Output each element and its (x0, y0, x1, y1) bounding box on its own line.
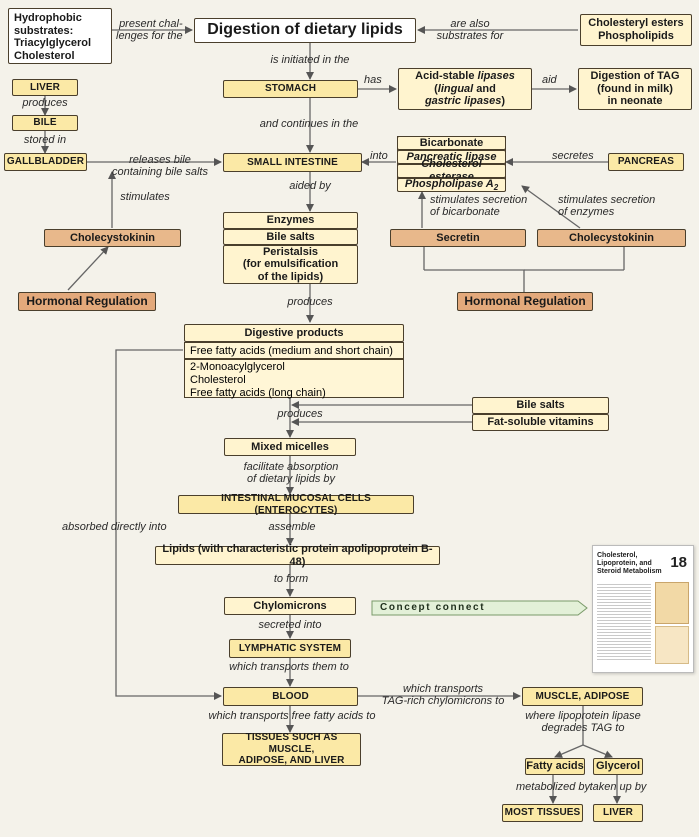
label-present: present chal-lenges for the (116, 18, 183, 43)
label-continues: and continues in the (259, 118, 359, 130)
label-stored: stored in (23, 134, 67, 146)
arrow-muscle-glycerol (582, 744, 613, 759)
lipids-apolipoprotein-box: Lipids (with characteristic protein apol… (155, 543, 440, 568)
label-has: has (364, 74, 382, 86)
muscle-adipose-box: MUSCLE, ADIPOSE (522, 687, 643, 706)
glycerol-box: Glycerol (593, 758, 643, 775)
label-initiated: is initiated in the (270, 54, 350, 66)
hormonal-regulation-right-box: Hormonal Regulation (457, 292, 593, 311)
label-produces: produces (287, 296, 333, 308)
bile-salts-2-box: Bile salts (472, 397, 609, 414)
hydrophobic-substrates-box: Hydrophobic substrates: Triacylglycerol … (8, 8, 112, 64)
label-to-form: to form (273, 573, 309, 585)
cholesterol-esterase-box: Cholesterol esterase (397, 158, 506, 183)
cholecystokinin-left-box: Cholecystokinin (44, 229, 181, 247)
label-metabolized: metabolized by (516, 781, 590, 793)
thumbnail-figure-2 (655, 626, 689, 664)
gallbladder-box: GALLBLADDER (4, 153, 87, 171)
label-taken-up: taken up by (589, 781, 647, 793)
liver-2-box: LIVER (593, 804, 643, 822)
thumbnail-text-lines (597, 582, 651, 662)
fat-soluble-vitamins-box: Fat-soluble vitamins (472, 414, 609, 431)
pancreatic-lipase-box: Pancreatic lipase (397, 150, 506, 164)
cholecystokinin-right-box: Cholecystokinin (537, 229, 686, 247)
hormonal-regulation-left-box: Hormonal Regulation (18, 292, 156, 311)
phospholipase-box: Phospholipase A2 (397, 178, 506, 192)
label-secretes: secretes (552, 150, 594, 162)
arrow-hormonal-cck (67, 246, 109, 291)
thumbnail-number: 18 (670, 554, 687, 571)
blood-box: BLOOD (223, 687, 358, 706)
stomach-box: STOMACH (223, 80, 358, 98)
bile-salts-box: Bile salts (223, 229, 358, 245)
label-aided: aided by (289, 180, 331, 192)
label-absorbed: absorbed directly into (62, 521, 167, 533)
title-box: Digestion of dietary lipids (194, 18, 416, 43)
label-into: into (370, 150, 388, 162)
pancreas-box: PANCREAS (608, 153, 684, 171)
mixed-micelles-box: Mixed micelles (224, 438, 356, 456)
label-produces-bile: produces (22, 97, 68, 109)
arrow-muscle-fattyacids (554, 744, 584, 758)
enzymes-box: Enzymes (223, 212, 358, 229)
label-assemble: assemble (268, 521, 316, 533)
fatty-acids-box: Fatty acids (525, 758, 585, 775)
digestion-tag-box: Digestion of TAG(found in milk)in neonat… (578, 68, 692, 110)
concept-connect-arrow (371, 600, 588, 616)
small-intestine-box: SMALL INTESTINE (223, 153, 362, 172)
tissues-box: TISSUES SUCH AS MUSCLE,ADIPOSE, AND LIVE… (222, 732, 361, 766)
secretin-box: Secretin (390, 229, 526, 247)
label-produces-micelles: produces (277, 408, 323, 420)
thumbnail-figure (655, 582, 689, 624)
label-aid: aid (542, 74, 557, 86)
bicarbonate-box: Bicarbonate (397, 136, 506, 150)
label-stimulates: stimulates (120, 191, 170, 203)
arrow-fa-blood (115, 349, 222, 700)
digestive-products-box: Digestive products (184, 324, 404, 342)
concept-connect-label[interactable]: Concept connect (380, 602, 486, 613)
enterocytes-box: INTESTINAL MUCOSAL CELLS (ENTEROCYTES) (178, 493, 414, 516)
label-transports: which transports them to (229, 661, 349, 673)
arrow-cck-enzymes (521, 185, 581, 229)
free-fatty-acids-short-row: Free fatty acids (medium and short chain… (184, 342, 404, 359)
lymphatic-system-box: LYMPHATIC SYSTEM (229, 639, 351, 658)
liver-box: LIVER (12, 79, 78, 96)
acid-stable-lipases-box: Acid-stable lipases (lingual and gastric… (398, 68, 532, 110)
label-free-fatty-acids-to: which transports free fatty acids to (208, 710, 376, 722)
most-tissues-box: MOST TISSUES (502, 804, 583, 822)
label-secreted: secreted into (258, 619, 322, 631)
chylomicrons-box: Chylomicrons (224, 597, 356, 615)
bile-box: BILE (12, 115, 78, 131)
line-hormonal-right-split (424, 269, 525, 292)
